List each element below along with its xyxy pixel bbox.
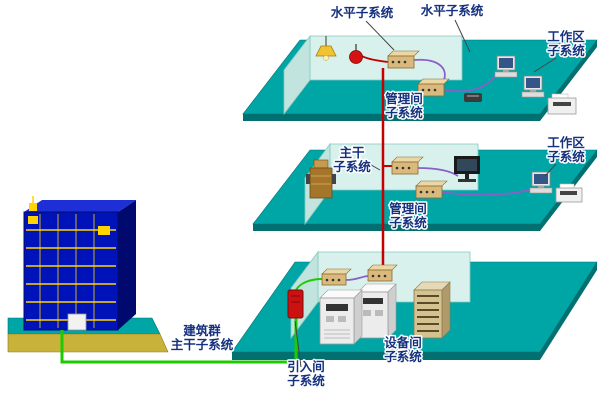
- devices: [287, 36, 583, 345]
- label-management-1-line2: 子系统: [385, 105, 423, 120]
- label-entrance-line2: 子系统: [287, 373, 325, 388]
- building-window-columns: [39, 214, 95, 328]
- patch-panel-middle-2: [415, 180, 448, 199]
- label-work-area-1-line2: 子系统: [547, 43, 585, 58]
- building-side-face: [118, 200, 136, 330]
- cable-horizontal-middle-purple-1: [417, 167, 459, 177]
- label-work-area-2-line2: 子系统: [547, 149, 585, 164]
- pointer-horizontal-1: [365, 20, 395, 51]
- floor-bottom-front-edge: [232, 352, 540, 360]
- building-roof: [24, 200, 136, 212]
- patch-panel-bottom-1: [321, 268, 352, 286]
- riser-box: [287, 289, 304, 319]
- equipment-cabinet-1: [319, 289, 363, 345]
- pointer-work-area-1: [533, 57, 557, 73]
- floor-middle-front-edge: [253, 224, 540, 231]
- label-backbone-line1: 主干: [339, 145, 365, 160]
- building-ground-sand: [7, 333, 169, 353]
- cable-horizontal-top-purple-1: [413, 58, 446, 81]
- floor-bottom-right-edge: [540, 262, 597, 360]
- printer-icon-middle: [555, 183, 583, 203]
- computer-icon-top-1: [494, 55, 518, 78]
- computer-icon-middle: [529, 171, 553, 194]
- pointer-lines: [294, 19, 557, 368]
- water-dispenser-icon: [306, 159, 336, 199]
- label-management-1-line1: 管理间: [385, 91, 423, 106]
- pointer-horizontal-2: [454, 19, 471, 53]
- pointer-entrance: [294, 320, 302, 368]
- floor-top-front-edge: [243, 114, 540, 121]
- tv-icon-middle: [454, 156, 480, 182]
- labels: 水平子系统 水平子系统 工作区 子系统 管理间 子系统 主干 子系统 工作区 子…: [169, 2, 587, 390]
- printer-icon-top: [547, 93, 577, 115]
- label-work-area-1-line1: 工作区: [547, 29, 585, 44]
- cables: [60, 51, 535, 364]
- building-floor-lines: [26, 229, 116, 321]
- equipment-cabinet-2: [357, 283, 397, 339]
- cable-entrance-green: [295, 278, 323, 291]
- patch-panel-top-1: [387, 50, 420, 69]
- label-work-area-2-line1: 工作区: [547, 135, 585, 150]
- building-lit-window-1: [28, 216, 38, 224]
- label-backbone-line2: 子系统: [333, 159, 371, 174]
- server-rack: [413, 281, 451, 339]
- label-campus-backbone-line2: 主干子系统: [171, 337, 234, 352]
- label-equipment-room-line1: 设备间: [384, 335, 422, 350]
- label-management-2-line1: 管理间: [389, 201, 427, 216]
- patch-panel-top-2: [417, 78, 450, 97]
- patch-panel-middle-1: [391, 156, 424, 175]
- label-management-2-line2: 子系统: [389, 215, 427, 230]
- patch-panel-bottom-2: [367, 264, 398, 282]
- label-equipment-room-line2: 子系统: [384, 349, 422, 364]
- label-campus-backbone-line1: 建筑群: [183, 323, 221, 338]
- lamp-icon: [315, 36, 337, 61]
- building-lit-window-2: [98, 226, 110, 235]
- fire-alarm-icon: [349, 44, 363, 64]
- wall-panel-top-back: [309, 35, 463, 81]
- label-entrance-line1: 引入间: [287, 359, 325, 374]
- label-horizontal-subsystem-2: 水平子系统: [421, 3, 484, 18]
- building: [7, 196, 169, 353]
- cable-horizontal-middle-purple-2: [441, 187, 535, 196]
- computer-icon-top-2: [521, 75, 545, 98]
- pointer-work-area-2: [544, 163, 557, 177]
- cable-campus-backbone: [60, 318, 298, 364]
- cable-horizontal-top-purple-2: [443, 72, 498, 93]
- phone-icon-top: [464, 93, 482, 102]
- wall-panel-top-left: [283, 34, 311, 116]
- building-door: [67, 313, 87, 331]
- cable-bottom-purple: [345, 275, 369, 281]
- pointer-backbone: [365, 161, 381, 171]
- building-antenna-box: [29, 203, 37, 211]
- label-horizontal-subsystem-1: 水平子系统: [331, 5, 394, 20]
